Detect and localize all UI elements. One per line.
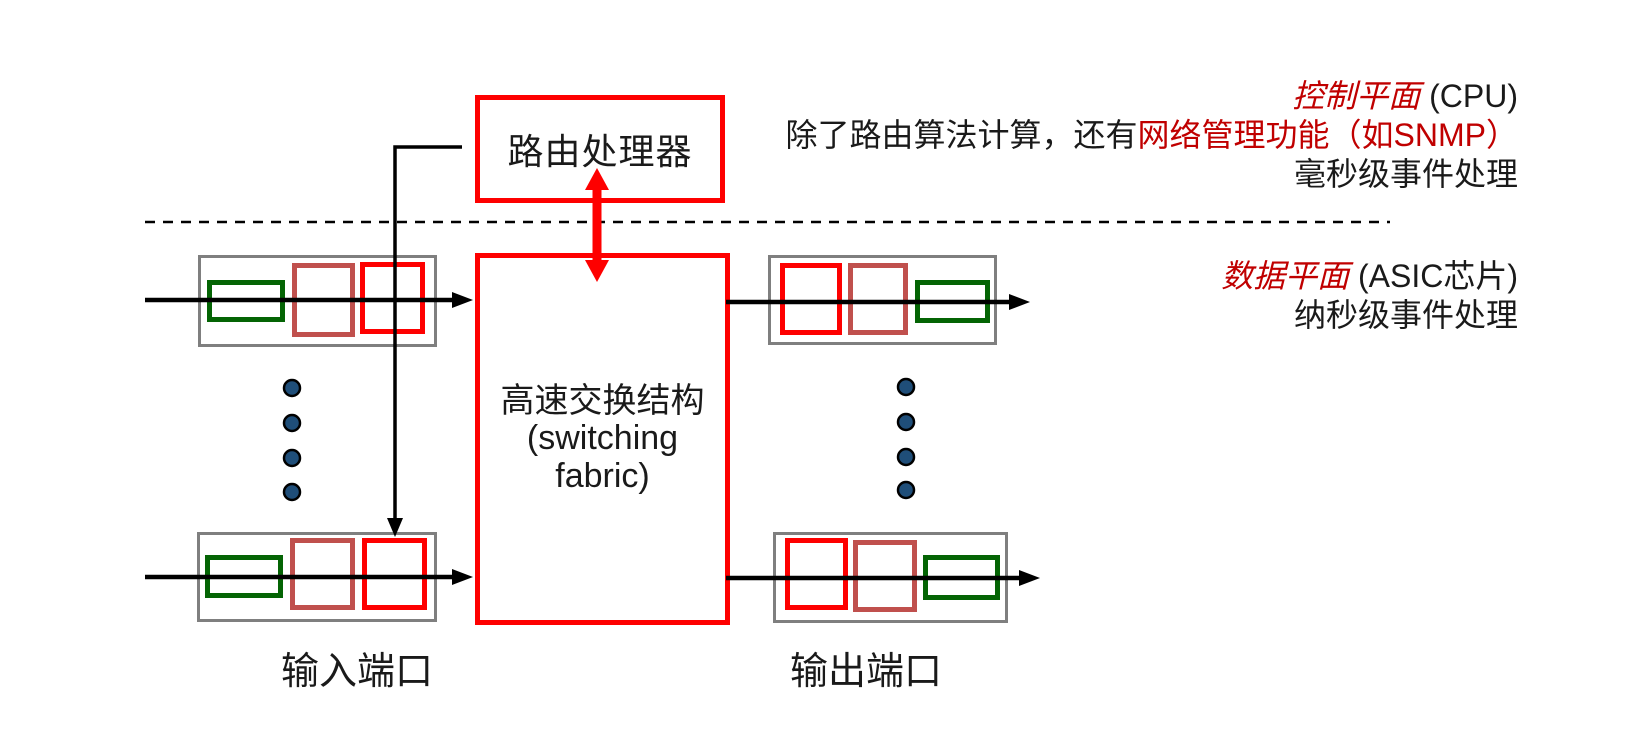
packet-green	[207, 280, 285, 322]
packet-red	[362, 538, 427, 610]
switching-fabric-label-en2: fabric)	[555, 456, 650, 495]
ellipsis-dots-right	[896, 377, 916, 500]
control-plane-desc-black: 除了路由算法计算，还有	[785, 117, 1138, 153]
output-ports-label: 输出端口	[789, 651, 942, 693]
ellipsis-dots-left	[282, 378, 302, 502]
control-plane-desc: 除了路由算法计算，还有网络管理功能（如SNMP）	[786, 116, 1518, 155]
data-plane-title: 数据平面 (ASIC芯片)	[1221, 257, 1518, 296]
packet-green	[923, 555, 1000, 600]
input-ports-label: 输入端口	[280, 651, 433, 693]
packet-red	[360, 262, 425, 334]
switching-fabric-label-en1: (switching	[526, 419, 679, 458]
control-plane-title: 控制平面 (CPU)	[786, 77, 1518, 116]
packet-red	[780, 263, 842, 335]
switching-fabric-label-cn: 高速交换结构	[500, 381, 705, 420]
packet-rose	[853, 540, 917, 612]
right-arrowhead-icon	[452, 292, 473, 308]
routing-processor-box: 路由处理器	[475, 95, 725, 203]
packet-rose	[290, 538, 355, 610]
control-plane-annotation: 控制平面 (CPU) 除了路由算法计算，还有网络管理功能（如SNMP） 毫秒级事…	[786, 77, 1518, 194]
right-arrowhead-icon	[1009, 294, 1030, 310]
control-plane-desc-red: 网络管理功能（如SNMP）	[1137, 117, 1518, 153]
packet-green	[915, 280, 990, 323]
packet-rose	[848, 263, 908, 335]
data-plane-title-black: (ASIC芯片)	[1349, 258, 1518, 294]
data-plane-title-red: 数据平面	[1221, 258, 1350, 294]
packet-red	[785, 538, 848, 610]
switching-fabric-box: 高速交换结构 (switching fabric)	[475, 253, 730, 625]
packet-rose	[292, 263, 355, 337]
control-plane-title-black: (CPU)	[1420, 78, 1518, 114]
control-plane-timing: 毫秒级事件处理	[1293, 156, 1518, 192]
data-plane-timing: 纳秒级事件处理	[1293, 297, 1518, 333]
routing-processor-label: 路由处理器	[507, 131, 693, 172]
control-plane-title-red: 控制平面	[1292, 78, 1421, 114]
right-arrowhead-icon	[1019, 570, 1040, 586]
packet-green	[205, 555, 283, 598]
data-plane-annotation: 数据平面 (ASIC芯片) 纳秒级事件处理	[1221, 257, 1518, 335]
right-arrowhead-icon	[452, 569, 473, 585]
